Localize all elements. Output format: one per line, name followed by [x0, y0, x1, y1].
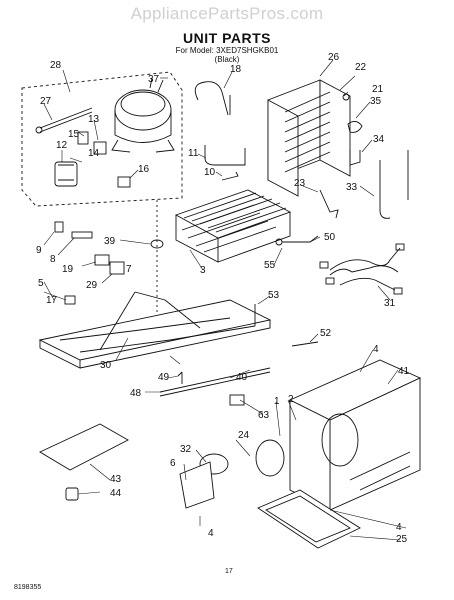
- wire-harness: [319, 243, 405, 295]
- tube-33: [379, 150, 409, 219]
- callout-19: 19: [62, 264, 74, 275]
- callout-15: 15: [68, 129, 80, 140]
- callout-13: 13: [88, 114, 100, 125]
- callout-1: 1: [274, 396, 280, 407]
- callout-44: 44: [110, 488, 122, 499]
- callout-49: 49: [158, 372, 170, 383]
- part-9: [54, 221, 64, 233]
- watermark: AppliancePartsPros.com: [130, 4, 324, 23]
- part-63: [229, 394, 245, 406]
- callout-9: 9: [36, 245, 42, 256]
- document-number: 8198355: [14, 584, 42, 591]
- model-line: For Model: 3XED7SHGKB01: [175, 46, 279, 55]
- part-19: [94, 254, 110, 266]
- callout-6: 6: [170, 458, 176, 469]
- callout-24: 24: [238, 430, 250, 441]
- screw-49: [177, 371, 183, 384]
- callout-34: 34: [373, 134, 385, 145]
- relay-parts: [35, 107, 131, 188]
- callout-53: 53: [268, 290, 280, 301]
- callout-41: 41: [398, 366, 410, 377]
- drain-pan: [257, 489, 361, 549]
- grommet-44: [65, 487, 79, 501]
- callout-16: 16: [138, 164, 150, 175]
- part-8: [71, 231, 93, 239]
- callout-8: 8: [50, 254, 56, 265]
- rail-48: [159, 367, 271, 397]
- insulation-pad: [39, 423, 129, 471]
- callout-5: 5: [38, 278, 44, 289]
- callout-11: 11: [188, 148, 199, 159]
- tube-10: [221, 171, 239, 181]
- callout-27: 27: [40, 96, 52, 107]
- callout-52: 52: [320, 328, 332, 339]
- fan-shroud: [267, 79, 351, 197]
- part-17: [64, 295, 76, 305]
- callout-21: 21: [372, 84, 384, 95]
- callout-50: 50: [324, 232, 336, 243]
- callout-33: 33: [346, 182, 358, 193]
- callout-43: 43: [110, 474, 122, 485]
- page-number: 17: [225, 568, 233, 575]
- tube-11: [204, 145, 246, 166]
- base-pan: [288, 359, 422, 511]
- callout-numbers: 28 37 18 27 15 13 12 14 16 26 22 21 35 3…: [36, 52, 410, 545]
- compressor-group-box: [21, 71, 183, 207]
- callout-55: 55: [264, 260, 276, 271]
- callout-25: 25: [396, 534, 408, 545]
- callout-39: 39: [104, 236, 116, 247]
- callout-2: 2: [288, 394, 294, 405]
- callout-10: 10: [204, 167, 216, 178]
- color-line: (Black): [214, 55, 240, 64]
- discharge-tube: [194, 81, 231, 116]
- bracket-34: [349, 150, 361, 166]
- callout-4-bottom-right: 4: [396, 522, 402, 533]
- part-52: [291, 341, 319, 347]
- callout-28: 28: [50, 60, 62, 71]
- callout-30: 30: [100, 360, 112, 371]
- callout-37: 37: [148, 74, 160, 85]
- part-7: [109, 261, 125, 275]
- callout-12: 12: [56, 140, 68, 151]
- callout-17: 17: [46, 295, 58, 306]
- callout-29: 29: [86, 280, 98, 291]
- callout-32: 32: [180, 444, 192, 455]
- condenser-coil: [174, 189, 292, 263]
- callout-3: 3: [200, 265, 206, 276]
- callout-4-bottom-left: 4: [208, 528, 214, 539]
- fan-motor: [179, 439, 285, 509]
- clip-35: [347, 121, 363, 133]
- callout-23: 23: [294, 178, 306, 189]
- callout-40: 40: [236, 372, 248, 383]
- callout-4-top: 4: [373, 344, 379, 355]
- callout-35: 35: [370, 96, 382, 107]
- model-subtitle: For Model: 3XED7SHGKB01 (Black): [0, 46, 454, 64]
- callout-18: 18: [230, 64, 242, 75]
- callout-31: 31: [384, 298, 396, 309]
- callout-22: 22: [355, 62, 367, 73]
- callout-26: 26: [328, 52, 340, 63]
- compressor-frame: [38, 291, 272, 369]
- callout-48: 48: [130, 388, 142, 399]
- page-title: UNIT PARTS: [183, 30, 271, 46]
- callout-7: 7: [126, 264, 132, 275]
- bracket-23: [319, 189, 339, 219]
- compressor: [111, 77, 175, 153]
- callout-63: 63: [258, 410, 270, 421]
- callout-14: 14: [88, 148, 100, 159]
